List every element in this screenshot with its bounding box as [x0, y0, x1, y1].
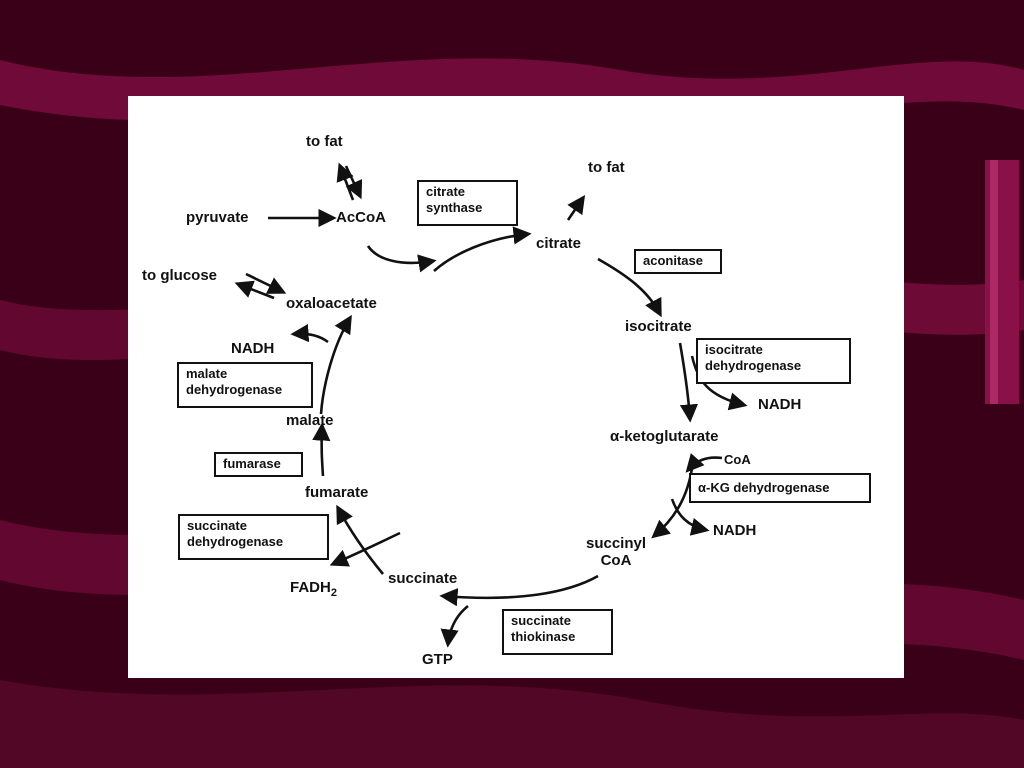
enzyme-name: α-KG dehydrogenase: [698, 480, 830, 495]
enzyme-name: citrate: [426, 184, 466, 199]
enzyme-name: isocitrate: [705, 342, 763, 357]
to-glucose-label: to glucose: [142, 267, 218, 284]
coa-input-label: CoA: [724, 452, 751, 467]
fumarate-label: fumarate: [305, 484, 369, 501]
pyruvate-label: pyruvate: [186, 209, 249, 226]
aconitase-box: aconitase: [634, 249, 722, 274]
nadh-malate-label: NADH: [231, 340, 275, 357]
enzyme-name: thiokinase: [511, 628, 576, 644]
malate-label: malate: [286, 412, 334, 429]
alpha-ketoglutarate-label: α-ketoglutarate: [610, 428, 719, 445]
fumarase-box: fumarase: [214, 452, 303, 477]
succinate-thiokinase-box: succinate thiokinase: [502, 609, 613, 655]
nadh-akg-label: NADH: [713, 522, 757, 539]
enzyme-name: succinate: [187, 518, 247, 533]
gtp-label: GTP: [422, 651, 453, 668]
succinyl-text: succinyl: [585, 535, 647, 552]
enzyme-name: aconitase: [643, 253, 703, 268]
succinate-label: succinate: [388, 570, 458, 587]
enzyme-name: dehydrogenase: [187, 533, 284, 549]
akg-dehydrogenase-box: α-KG dehydrogenase: [689, 473, 871, 503]
citrate-synthase-box: citrate synthase: [417, 180, 518, 226]
fadh2-label: FADH2: [290, 579, 337, 599]
enzyme-name: dehydrogenase: [705, 357, 802, 373]
cycle-arrows: [234, 162, 748, 648]
isocitrate-dehydrogenase-box: isocitrate dehydrogenase: [696, 338, 851, 384]
citrate-label: citrate: [536, 235, 582, 252]
enzyme-name: fumarase: [223, 456, 281, 471]
isocitrate-label: isocitrate: [625, 318, 692, 335]
succinate-dehydrogenase-box: succinate dehydrogenase: [178, 514, 329, 560]
accoa-label: AcCoA: [336, 209, 387, 226]
to-fat-right-label: to fat: [588, 159, 625, 176]
succinyl-coa-label: succinyl CoA: [585, 535, 647, 569]
fadh2-text: FADH: [290, 579, 331, 596]
nadh-isocitrate-label: NADH: [758, 396, 802, 413]
enzyme-name: dehydrogenase: [186, 381, 283, 397]
enzyme-name: succinate: [511, 613, 571, 628]
oxaloacetate-label: oxaloacetate: [286, 295, 377, 312]
malate-dehydrogenase-box: malate dehydrogenase: [177, 362, 313, 408]
to-fat-left-label: to fat: [306, 133, 343, 150]
enzyme-name: malate: [186, 366, 228, 381]
diagram-panel: to fat to fat pyruvate AcCoA citrate to …: [128, 96, 904, 678]
succinyl-coa-text: CoA: [600, 551, 632, 569]
enzyme-name: synthase: [426, 199, 483, 215]
fadh2-subscript: 2: [330, 587, 337, 599]
